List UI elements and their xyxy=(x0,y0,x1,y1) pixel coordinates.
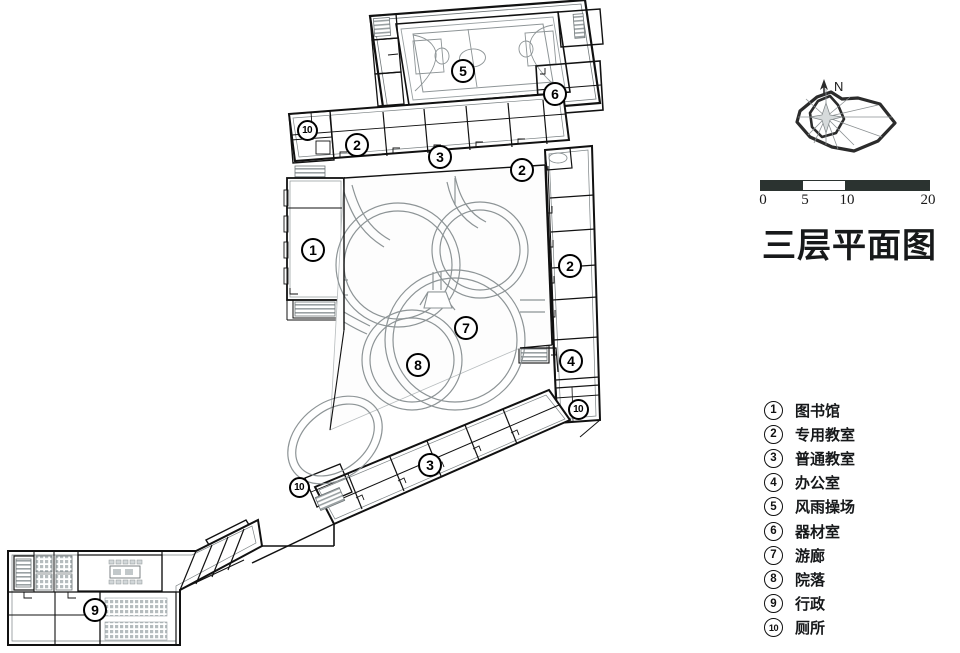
legend-label-10: 厕所 xyxy=(795,619,826,638)
plan-marker-library[interactable]: 1 xyxy=(301,238,325,262)
legend-marker-7: 7 xyxy=(764,545,783,565)
wind-rose-icon: N xyxy=(795,79,897,153)
plan-marker-equipment[interactable]: 6 xyxy=(543,82,567,106)
south-classroom-wing xyxy=(255,388,572,547)
plan-marker-gallery[interactable]: 7 xyxy=(454,316,478,340)
legend-panel: N xyxy=(752,0,960,653)
plan-marker-special-classroom-n2[interactable]: 2 xyxy=(510,158,534,182)
scale-segment-0-5 xyxy=(761,181,803,190)
plan-marker-toilet-nw[interactable]: 10 xyxy=(296,119,318,141)
legend-item-classroom[interactable]: 3 普通教室 xyxy=(764,446,954,470)
scale-bar-widget: 0 5 10 20 xyxy=(759,180,936,220)
legend-item-gymnasium[interactable]: 5 风雨操场 xyxy=(764,495,954,519)
scale-segment-5-10 xyxy=(803,181,845,190)
plan-marker-courtyard[interactable]: 8 xyxy=(406,353,430,377)
legend-item-toilet[interactable]: 10 厕所 xyxy=(764,616,954,640)
legend-item-courtyard[interactable]: 8 院落 xyxy=(764,567,954,591)
legend-marker-8: 8 xyxy=(764,569,783,589)
compass-wind-rose: N xyxy=(762,75,942,170)
legend-list: 1 图书馆 2 专用教室 3 普通教室 4 办公室 5 风雨操场 6 器材室 xyxy=(764,398,954,640)
scale-segment-10-20 xyxy=(845,181,929,190)
scale-tick-20: 20 xyxy=(920,192,936,208)
plan-marker-classroom-n1[interactable]: 3 xyxy=(428,145,452,169)
legend-label-9: 行政 xyxy=(795,595,826,614)
legend-item-special-classroom[interactable]: 2 专用教室 xyxy=(764,422,954,446)
gymnasium-block xyxy=(368,0,604,123)
legend-marker-2: 2 xyxy=(764,424,783,444)
legend-label-4: 办公室 xyxy=(795,474,841,493)
legend-marker-5: 5 xyxy=(764,497,783,517)
legend-label-7: 游廊 xyxy=(795,546,826,565)
north-label: N xyxy=(834,79,843,94)
administration-block xyxy=(7,518,264,646)
legend-label-3: 普通教室 xyxy=(795,449,856,468)
plan-marker-toilet-sw[interactable]: 10 xyxy=(288,476,310,498)
plan-marker-administration[interactable]: 9 xyxy=(83,598,107,622)
legend-marker-10: 10 xyxy=(764,618,783,638)
scale-tick-0: 0 xyxy=(759,192,767,208)
legend-marker-3: 3 xyxy=(764,448,783,468)
legend-marker-6: 6 xyxy=(764,521,783,541)
legend-item-gallery[interactable]: 7 游廊 xyxy=(764,543,954,567)
legend-label-8: 院落 xyxy=(795,570,826,589)
courtyard-gallery xyxy=(287,164,553,485)
plan-marker-special-classroom-n1[interactable]: 2 xyxy=(345,133,369,157)
scale-bar xyxy=(760,180,930,191)
legend-item-library[interactable]: 1 图书馆 xyxy=(764,398,954,422)
plan-marker-classroom-s1[interactable]: 3 xyxy=(418,453,442,477)
legend-item-office[interactable]: 4 办公室 xyxy=(764,471,954,495)
legend-item-administration[interactable]: 9 行政 xyxy=(764,592,954,616)
scale-tick-5: 5 xyxy=(801,192,809,208)
legend-label-5: 风雨操场 xyxy=(795,498,856,517)
page-title: 三层平面图 xyxy=(762,226,937,266)
legend-item-equipment-room[interactable]: 6 器材室 xyxy=(764,519,954,543)
legend-marker-1: 1 xyxy=(764,400,783,420)
legend-marker-9: 9 xyxy=(764,594,783,614)
legend-label-2: 专用教室 xyxy=(795,425,856,444)
plan-marker-office-e[interactable]: 4 xyxy=(559,349,583,373)
legend-label-1: 图书馆 xyxy=(795,401,841,420)
plan-marker-gym[interactable]: 5 xyxy=(451,59,475,83)
plan-marker-special-classroom-e1[interactable]: 2 xyxy=(558,254,582,278)
scale-tick-10: 10 xyxy=(839,192,855,208)
plan-marker-toilet-se[interactable]: 10 xyxy=(567,398,589,420)
legend-marker-4: 4 xyxy=(764,473,783,493)
legend-label-6: 器材室 xyxy=(795,522,841,541)
site-guide-lines xyxy=(286,178,601,438)
scale-tick-labels: 0 5 10 20 xyxy=(759,192,936,212)
